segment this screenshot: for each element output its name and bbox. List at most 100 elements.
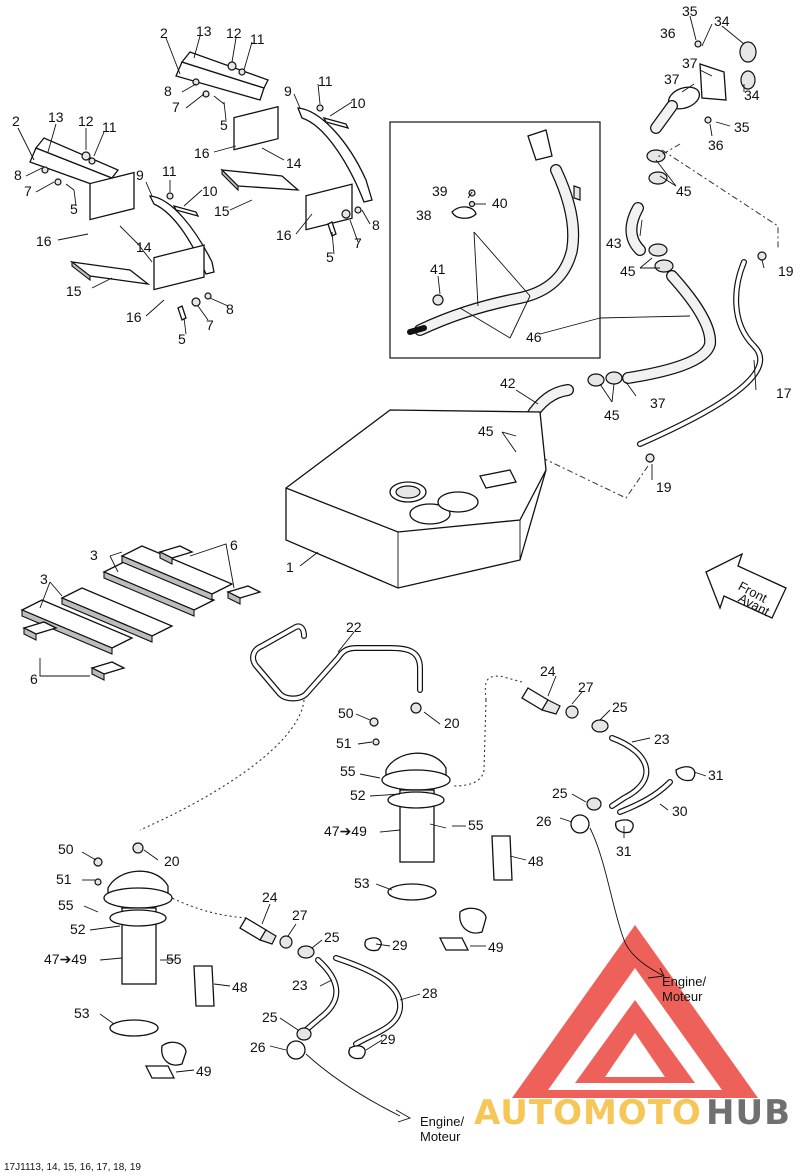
callout-3: 3 xyxy=(40,571,48,587)
callout-24: 24 xyxy=(262,889,278,905)
callout-38: 38 xyxy=(416,207,432,223)
callout-3: 3 xyxy=(90,547,98,563)
destination-moteur-right: Moteur xyxy=(662,989,703,1004)
callout-43: 43 xyxy=(606,235,622,251)
callout-14: 14 xyxy=(136,239,152,255)
callout-45: 45 xyxy=(676,183,692,199)
callout-11: 11 xyxy=(162,163,177,179)
callout-15: 15 xyxy=(214,203,230,219)
callout-48: 48 xyxy=(232,979,248,995)
filler-cap-assembly xyxy=(625,40,757,273)
fuel-line-22 xyxy=(139,623,523,919)
callout-25: 25 xyxy=(612,699,628,715)
callout-7: 7 xyxy=(354,235,362,251)
callout-51: 51 xyxy=(336,735,352,751)
callout-7: 7 xyxy=(172,99,180,115)
callout-7: 7 xyxy=(24,183,32,199)
pad-16-left-b xyxy=(153,244,205,291)
callout-33: 37 xyxy=(664,71,680,87)
callout-26: 26 xyxy=(250,1039,266,1055)
callout-39: 39 xyxy=(432,183,448,199)
callout-5: 5 xyxy=(70,201,78,217)
callout-2: 2 xyxy=(12,113,20,129)
watermark-suffix: HUB xyxy=(706,1093,791,1133)
callout-13: 13 xyxy=(196,23,212,39)
callout-19: 19 xyxy=(656,479,672,495)
leader-lines xyxy=(17,15,765,1073)
callout-53: 53 xyxy=(74,1005,90,1021)
sensor-48-right xyxy=(491,835,513,881)
callout-7: 7 xyxy=(206,317,214,333)
strap-9-center xyxy=(297,107,373,203)
callout-37: 37 xyxy=(650,395,666,411)
callout-6: 6 xyxy=(230,537,238,553)
callout-labels: 2 13 12 11 8 7 5 9 11 10 16 14 15 16 5 7… xyxy=(4,3,794,1173)
callout-31: 31 xyxy=(616,843,632,859)
callout-46: 46 xyxy=(526,329,542,345)
callout-9: 9 xyxy=(284,83,292,99)
callout-27: 27 xyxy=(578,679,594,695)
clip-38 xyxy=(451,206,477,219)
callout-52: 52 xyxy=(70,921,86,937)
ring-53-left xyxy=(109,1019,159,1037)
callout-13: 13 xyxy=(48,109,64,125)
callout-8: 8 xyxy=(14,167,22,183)
callout-28: 28 xyxy=(422,985,438,1001)
callout-55: 55 xyxy=(58,897,74,913)
callout-34: 34 xyxy=(714,13,730,29)
fuel-pump-left xyxy=(93,842,215,1079)
pad-16-left-a xyxy=(89,171,135,221)
sensor-48-left xyxy=(193,965,215,1007)
neck-32 xyxy=(699,63,727,101)
callout-12: 12 xyxy=(226,25,242,41)
callout-50: 50 xyxy=(58,841,74,857)
callout-30: 30 xyxy=(672,803,688,819)
fittings-lower xyxy=(239,917,412,1123)
callout-1: 1 xyxy=(286,559,294,575)
callout-11: 11 xyxy=(250,31,265,47)
callout-20: 20 xyxy=(444,715,460,731)
callout-45: 45 xyxy=(604,407,620,423)
callout-15: 15 xyxy=(66,283,82,299)
callout-35: 35 xyxy=(734,119,750,135)
callout-5: 5 xyxy=(220,117,228,133)
callout-6: 6 xyxy=(30,671,38,687)
strap-assembly-left xyxy=(29,137,215,321)
callout-9: 9 xyxy=(136,167,144,183)
callout-16: 16 xyxy=(36,233,52,249)
callout-49: 49 xyxy=(488,939,504,955)
callout-45: 45 xyxy=(620,263,636,279)
callout-36: 36 xyxy=(660,25,676,41)
callout-49: 49 xyxy=(196,1063,212,1079)
callout-47-49: 47➔49 xyxy=(44,951,87,967)
callout-5: 5 xyxy=(178,331,186,347)
callout-29: 29 xyxy=(380,1031,396,1047)
callout-8: 8 xyxy=(226,301,234,317)
callout-25: 25 xyxy=(262,1009,278,1025)
callout-17: 17 xyxy=(776,385,792,401)
callout-25: 25 xyxy=(324,929,340,945)
destination-engine-right: Engine/ xyxy=(662,974,706,989)
callout-35: 35 xyxy=(682,3,698,19)
strap-assembly-center xyxy=(175,51,373,237)
watermark-logo: AUTOMOTO HUB xyxy=(474,925,791,1133)
callout-16: 16 xyxy=(126,309,142,325)
callout-2: 2 xyxy=(160,25,168,41)
callout-45: 45 xyxy=(478,423,494,439)
callout-51: 51 xyxy=(56,871,72,887)
callout-20: 20 xyxy=(164,853,180,869)
callout-24: 24 xyxy=(540,663,556,679)
destination-moteur-lower: Moteur xyxy=(420,1129,461,1144)
callout-23: 23 xyxy=(292,977,308,993)
callout-29: 29 xyxy=(392,937,408,953)
callout-22: 22 xyxy=(346,619,362,635)
watermark-prefix: AUTOMOTO xyxy=(474,1093,702,1133)
pad-15-center xyxy=(220,169,300,191)
front-direction-arrow: Front Avant xyxy=(705,552,787,619)
callout-14: 14 xyxy=(286,155,302,171)
filler-neck-inset xyxy=(389,121,601,359)
destination-engine-lower: Engine/ xyxy=(420,1114,464,1129)
callout-10: 10 xyxy=(350,95,366,111)
callout-5: 5 xyxy=(326,249,334,265)
